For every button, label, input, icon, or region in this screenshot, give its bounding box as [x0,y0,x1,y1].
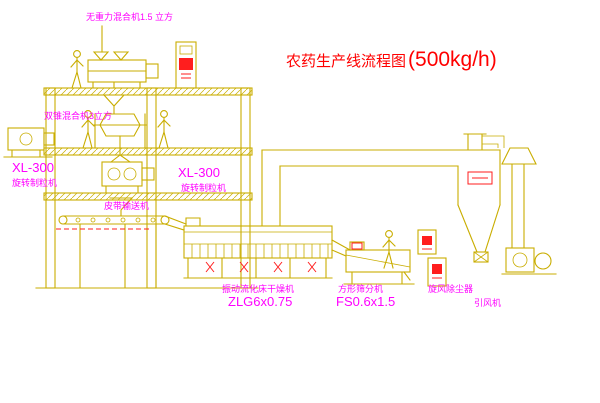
sieve-body [345,249,411,273]
y-duct [110,147,131,163]
granulator-drum-right [123,167,137,181]
cyclone-outlet-riser [463,133,487,151]
dryer-mesh [191,244,329,258]
granulator-motor [141,167,155,181]
cabinet-red-panel [179,58,193,70]
label-sieve-model: FS0.6x1.5 [336,294,395,309]
diagram-title-capacity: (500kg/h) [408,48,497,71]
cabinet-box [427,257,447,287]
building-frame [35,87,259,289]
belt-lines [62,215,166,225]
control-cabinet-right-1 [417,229,437,255]
control-cabinet-top [175,41,197,89]
left-granulator-stand [3,149,53,158]
cone-hopper [102,94,126,115]
belt-conveyor [56,215,187,288]
zero-gravity-mixer [87,25,159,89]
granulator-drum-left [107,167,121,181]
label-granulator-center-name: 旋转制粒机 [181,182,226,193]
cabinet-window [179,45,193,55]
granulator-center [101,147,155,217]
cyclone-cylinder [457,149,501,206]
cyclone-connector [482,135,505,148]
spring-marks [205,261,317,273]
floor-slab-lower [43,192,253,201]
sieve-legs [343,271,415,285]
square-sieve [331,239,415,285]
cabinet-box [175,41,197,89]
fan-casing [505,247,535,273]
label-fan: 引风机 [474,297,501,308]
cabinet-box [417,229,437,255]
label-granulator-left-name: 旋转制粒机 [12,177,57,188]
dryer-body [183,225,333,259]
exhaust-duct [261,149,501,227]
person-top-floor [70,50,84,89]
fan-motor [534,252,552,270]
conveyor-chute [164,215,187,231]
sieve-screen [345,254,411,268]
granulator-legs [105,185,139,194]
left-granulator-body [7,127,45,151]
cyclone-valve-cross [473,251,489,263]
label-gravity-mixer: 无重力混合机1.5 立方 [86,11,173,22]
label-double-cone-mixer: 双锥混合机3立方 [44,110,112,121]
inlet-funnel-left [92,51,110,61]
granulator-left [3,127,55,158]
cyclone-indicator [467,171,493,185]
sieve-feed-chute [331,239,351,257]
cabinet-red-panel [432,264,442,274]
column-middle [146,87,157,289]
label-belt-conveyor: 皮带输送机 [104,200,149,211]
belt-rollers [75,217,156,223]
induced-draft-fan [501,247,557,275]
dryer-mounts [187,257,327,279]
person-second-floor-right [157,110,171,149]
left-granulator-drum [19,132,33,146]
mixer-legs [92,81,141,89]
label-cyclone: 旋风除尘器 [428,283,473,294]
pulley-left [58,215,68,225]
rain-cap [501,147,537,165]
label-granulator-center-model: XL-300 [178,165,220,180]
label-dryer-model: ZLG6x0.75 [228,294,292,309]
diagram-title-main: 农药生产线流程图 [286,53,406,70]
conveyor-legs [79,223,157,288]
left-granulator-motor [43,132,55,146]
sieve-red-tag [351,242,363,250]
diagram-title: 农药生产线流程图(500kg/h) [286,48,497,71]
dryer-inner-lines [184,231,332,245]
cone-stands [94,113,146,149]
cabinet-red-panel [422,236,432,245]
label-dryer-name: 振动流化床干燥机 [222,283,294,294]
fan-impeller [512,252,528,268]
control-cabinet-right-2 [427,257,447,287]
sieve-discharge [403,271,411,281]
cyclone-separator [457,133,505,263]
granulator-discharge [109,197,134,217]
label-granulator-left-model: XL-300 [12,160,54,175]
floor-slab-top [43,87,253,96]
dryer-inlet [185,217,201,227]
cabinet-red-marks [181,73,191,79]
inlet-funnel-right [112,51,130,61]
duct-vertical [261,149,281,227]
floor-slab-middle [43,147,253,156]
duct-horizontal [261,149,501,167]
double-cone-mixer [93,94,147,149]
stack-pipe [511,163,525,249]
exhaust-stack [501,147,537,249]
cyclone-valve [473,251,489,263]
mixer-motor [145,63,159,79]
cyclone-cone [457,204,501,253]
fluid-bed-dryer [183,217,333,279]
label-sieve-name: 方形筛分机 [338,283,383,294]
